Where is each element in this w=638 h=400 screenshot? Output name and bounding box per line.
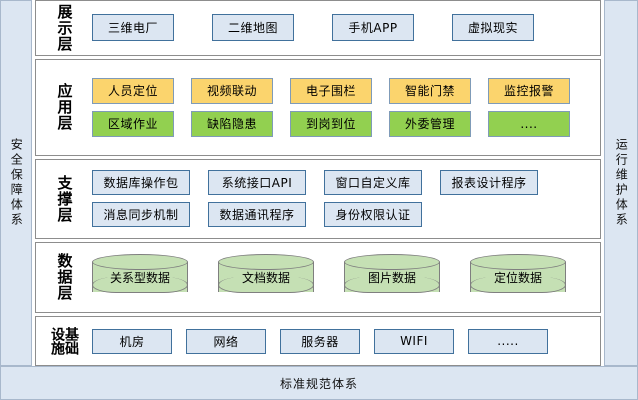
node-row: 机房 网络 服务器 WIFI .....: [92, 328, 594, 354]
cylinder-data-1[interactable]: 文档数据: [218, 254, 314, 300]
cylinder-bottom-ellipse: [470, 277, 566, 294]
node-presentation-3[interactable]: 虚拟现实: [452, 14, 534, 42]
bottom-band-label: 标准规范体系: [279, 376, 358, 391]
layer-infrastructure-label: 基础 设施: [49, 327, 79, 356]
layer-support-label: 支撑层: [55, 174, 74, 223]
layer-data-label-cell: 数据层: [36, 253, 92, 301]
layer-stack: 展示层 三维电厂 二维地图 手机APP 虚拟现实 应用层: [32, 0, 604, 366]
left-band-label: 安全保障体系: [9, 138, 24, 228]
node-application-a4[interactable]: 监控报警: [488, 77, 570, 104]
node-application-a3[interactable]: 智能门禁: [389, 77, 471, 104]
cylinder-data-2-label: 图片数据: [367, 270, 416, 285]
node-row: 关系型数据 文档数据 图片数据: [92, 254, 594, 300]
node-support-a0[interactable]: 数据库操作包: [92, 170, 190, 196]
cylinder-top-ellipse: [344, 254, 440, 271]
node-infra-2[interactable]: 服务器: [280, 328, 360, 354]
node-application-b4[interactable]: ....: [488, 110, 570, 137]
node-support-b1[interactable]: 数据通讯程序: [208, 202, 306, 228]
node-infra-0[interactable]: 机房: [92, 328, 172, 354]
right-band-label: 运行维护体系: [614, 138, 629, 228]
cylinder-top-ellipse: [470, 254, 566, 271]
cylinder-data-0-label: 关系型数据: [109, 270, 170, 285]
layer-application-label-cell: 应用层: [36, 83, 92, 131]
node-application-a2[interactable]: 电子围栏: [290, 77, 372, 104]
cylinder-top-ellipse: [218, 254, 314, 271]
node-application-b1[interactable]: 缺陷隐患: [191, 110, 273, 137]
cylinder-bottom-ellipse: [218, 277, 314, 294]
layer-presentation-content: 三维电厂 二维地图 手机APP 虚拟现实: [92, 14, 600, 42]
layer-data: 数据层 关系型数据 文档数据: [35, 241, 601, 314]
node-row: 区域作业 缺陷隐患 到岗到位 外委管理 ....: [92, 110, 594, 137]
layer-data-content: 关系型数据 文档数据 图片数据: [92, 254, 600, 300]
cylinder-data-3-label: 定位数据: [493, 270, 542, 285]
node-support-a3[interactable]: 报表设计程序: [440, 170, 538, 196]
node-application-b3[interactable]: 外委管理: [389, 110, 471, 137]
node-support-b0[interactable]: 消息同步机制: [92, 202, 190, 228]
node-support-a1[interactable]: 系统接口API: [208, 170, 306, 196]
node-application-a1[interactable]: 视频联动: [191, 77, 273, 104]
layer-application-label: 应用层: [55, 83, 74, 132]
layer-application-content: 人员定位 视频联动 电子围栏 智能门禁 监控报警 区域作业 缺陷隐患 到岗到位 …: [92, 77, 600, 137]
node-row: 人员定位 视频联动 电子围栏 智能门禁 监控报警: [92, 77, 594, 104]
right-band-operations-system: 运行维护体系: [604, 0, 638, 366]
node-application-b2[interactable]: 到岗到位: [290, 110, 372, 137]
layer-support-content: 数据库操作包 系统接口API 窗口自定义库 报表设计程序 消息同步机制 数据通讯…: [92, 170, 600, 228]
cylinder-data-1-label: 文档数据: [241, 270, 290, 285]
node-infra-3[interactable]: WIFI: [374, 328, 454, 354]
node-row: 消息同步机制 数据通讯程序 身份权限认证: [92, 202, 594, 228]
cylinder-data-2[interactable]: 图片数据: [344, 254, 440, 300]
node-row: 三维电厂 二维地图 手机APP 虚拟现实: [92, 14, 594, 42]
layer-infrastructure-content: 机房 网络 服务器 WIFI .....: [92, 328, 600, 354]
node-presentation-0[interactable]: 三维电厂: [92, 14, 174, 42]
layer-support: 支撑层 数据库操作包 系统接口API 窗口自定义库 报表设计程序 消息同步机制 …: [35, 159, 601, 239]
layer-application: 应用层 人员定位 视频联动 电子围栏 智能门禁 监控报警 区域作业 缺陷隐患 到…: [35, 58, 601, 157]
cylinder-data-0[interactable]: 关系型数据: [92, 254, 188, 300]
node-support-b2[interactable]: 身份权限认证: [324, 202, 422, 228]
node-application-a0[interactable]: 人员定位: [92, 77, 174, 104]
cylinder-top-ellipse: [92, 254, 188, 271]
layer-infrastructure-label-col-b: 设施: [49, 327, 65, 356]
diagram-body: 安全保障体系 展示层 三维电厂 二维地图 手机APP 虚拟现实: [0, 0, 638, 366]
node-row: 数据库操作包 系统接口API 窗口自定义库 报表设计程序: [92, 170, 594, 196]
cylinder-bottom-ellipse: [344, 277, 440, 294]
left-band-security-system: 安全保障体系: [0, 0, 32, 366]
layer-infrastructure-label-cell: 基础 设施: [36, 327, 92, 355]
node-application-b0[interactable]: 区域作业: [92, 110, 174, 137]
node-support-a2[interactable]: 窗口自定义库: [324, 170, 422, 196]
layer-support-label-cell: 支撑层: [36, 175, 92, 223]
node-infra-4[interactable]: .....: [468, 328, 548, 354]
bottom-band-standards-system: 标准规范体系: [0, 366, 638, 400]
layer-infrastructure-label-col-a: 基础: [63, 327, 79, 356]
cylinder-data-3[interactable]: 定位数据: [470, 254, 566, 300]
layer-data-label: 数据层: [55, 253, 74, 302]
node-infra-1[interactable]: 网络: [186, 328, 266, 354]
cylinder-bottom-ellipse: [92, 277, 188, 294]
layer-presentation-label: 展示层: [55, 3, 74, 52]
layer-presentation: 展示层 三维电厂 二维地图 手机APP 虚拟现实: [35, 0, 601, 56]
layer-presentation-label-cell: 展示层: [36, 4, 92, 52]
layer-infrastructure: 基础 设施 机房 网络 服务器 WIFI .....: [35, 316, 601, 366]
node-presentation-2[interactable]: 手机APP: [332, 14, 414, 42]
node-presentation-1[interactable]: 二维地图: [212, 14, 294, 42]
